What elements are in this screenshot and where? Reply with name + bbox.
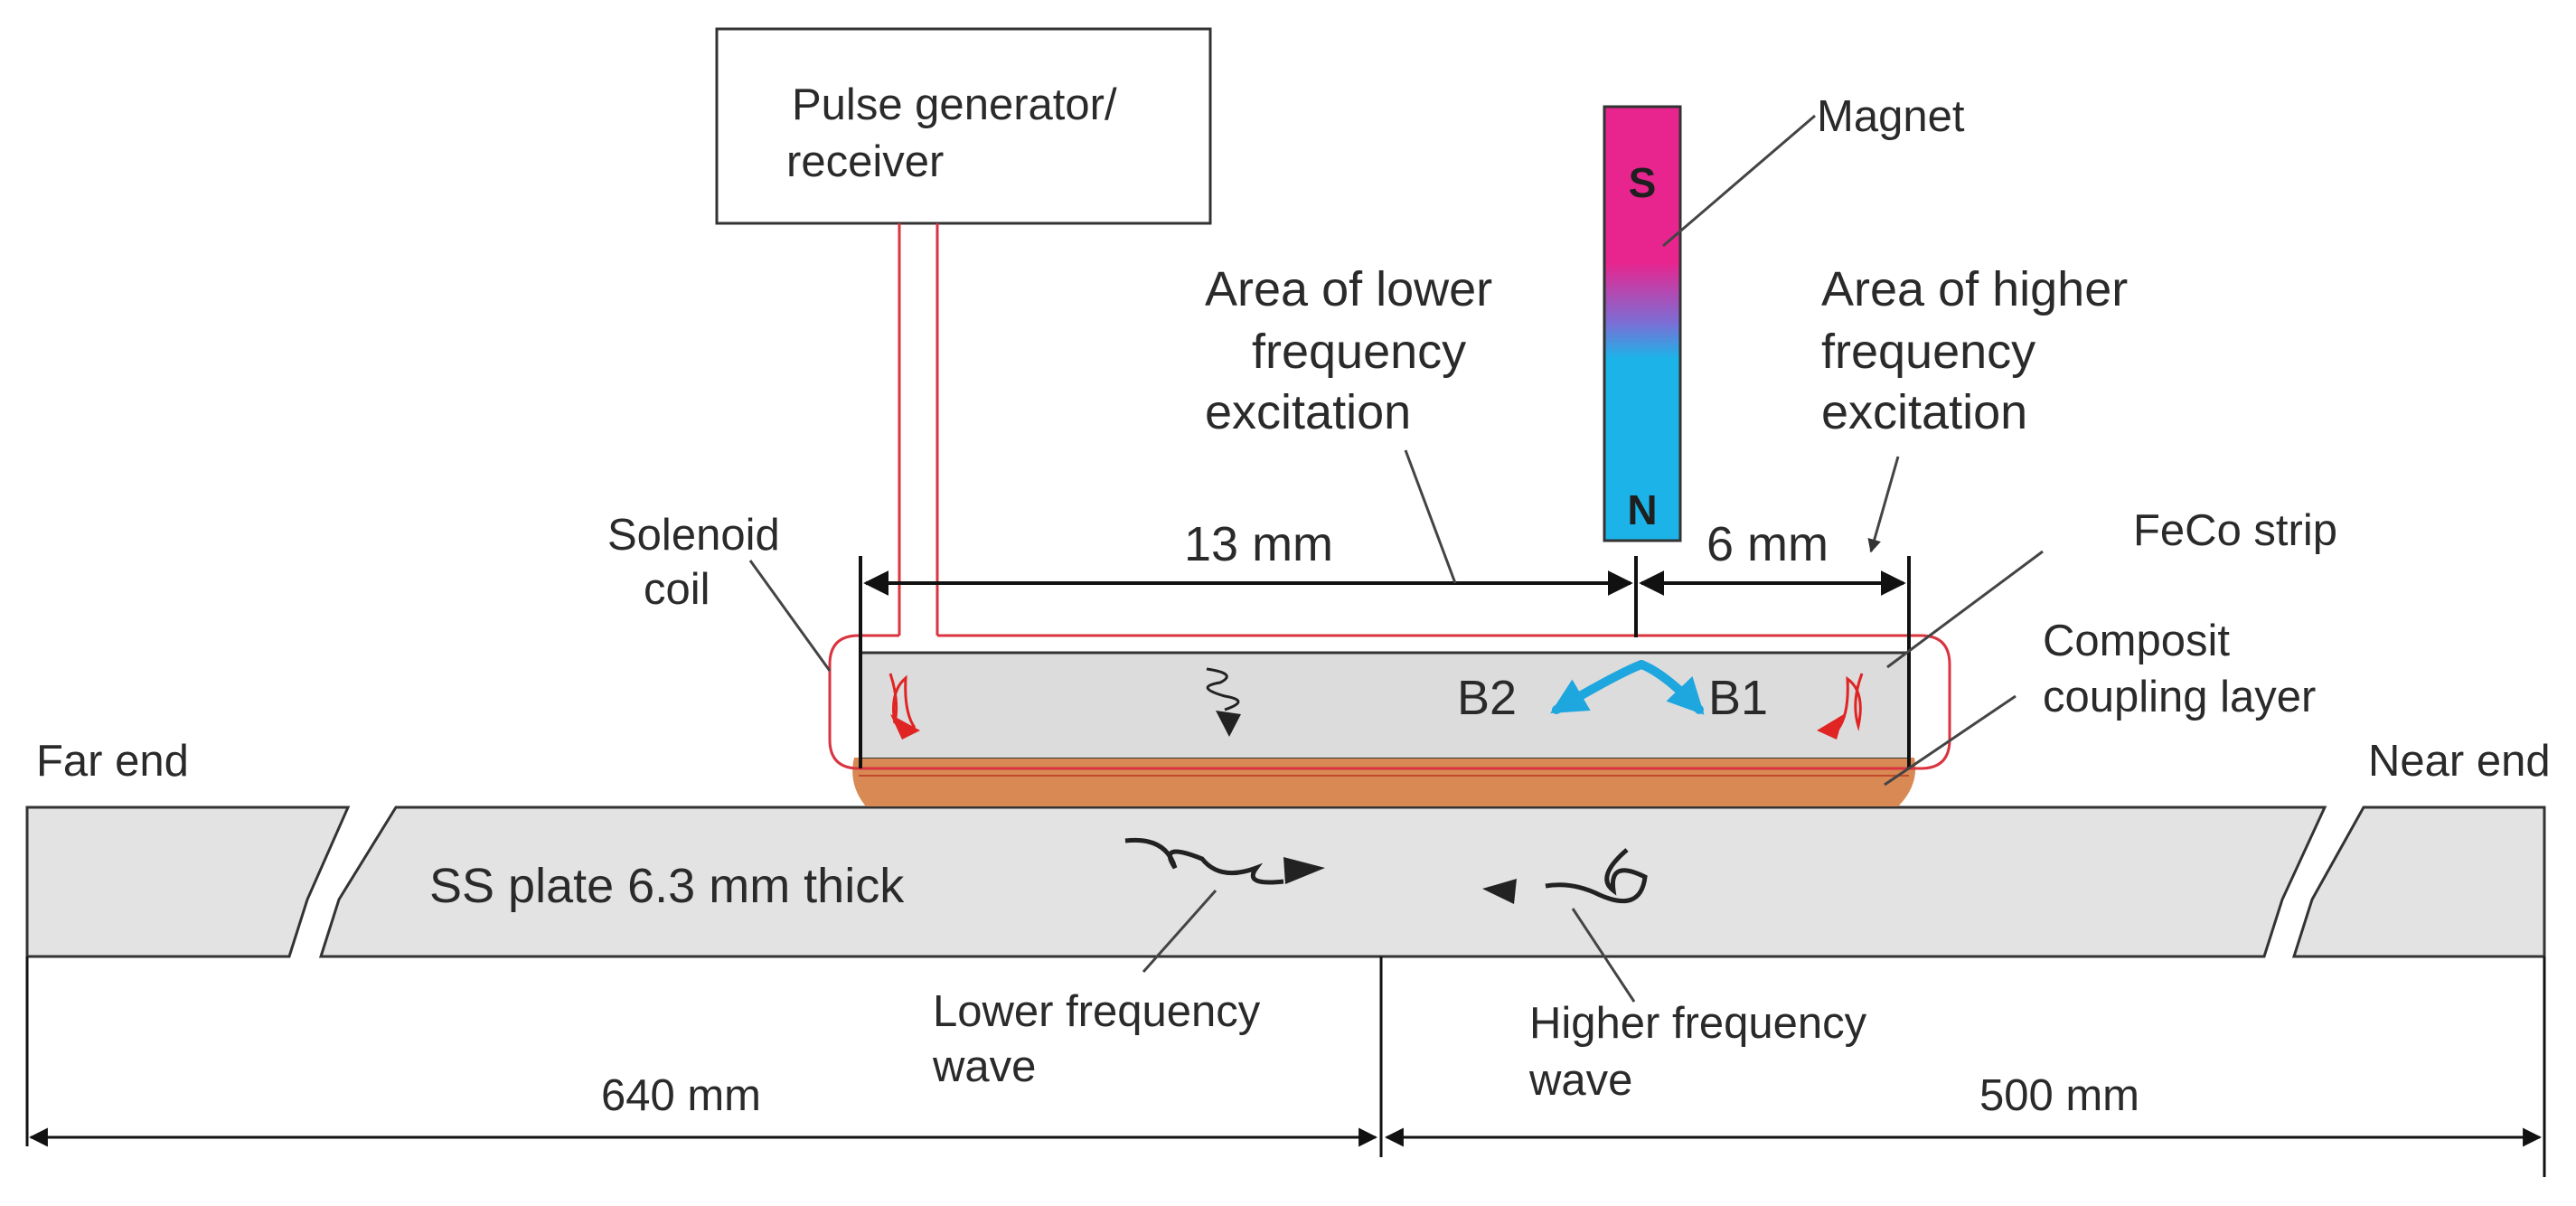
area-higher-line3: excitation	[1821, 385, 2027, 439]
ss-plate	[318, 806, 2327, 958]
magnet-pole-north: N	[1627, 486, 1657, 533]
higher-wave-label-line2: wave	[1528, 1056, 1632, 1105]
higher-wave-label-line1: Higher frequency	[1529, 999, 1867, 1048]
near-end-label: Near end	[2368, 737, 2551, 786]
magnet: S N	[1603, 105, 1682, 542]
area-lower-leader	[1404, 449, 1457, 584]
dim-500mm-label: 500 mm	[1979, 1071, 2139, 1120]
coupling-layer	[852, 758, 1916, 806]
b-field-arrows	[1550, 660, 1705, 715]
dim-6mm-label: 6 mm	[1706, 517, 1829, 571]
wave-icon-red-left	[888, 673, 920, 740]
dim-640mm-label: 640 mm	[601, 1071, 761, 1120]
dim-13mm-label: 13 mm	[1184, 517, 1333, 571]
solenoid-label-line2: coil	[644, 565, 710, 614]
b1-label: B1	[1708, 671, 1768, 725]
lower-frequency-wave-icon	[1124, 837, 1325, 885]
plate-segment-far	[25, 806, 351, 958]
generator-label-line1: Pulse generator/	[792, 80, 1117, 129]
plate-segment-near	[2291, 806, 2546, 958]
lower-wave-leader	[1142, 890, 1217, 973]
lower-wave-label-line1: Lower frequency	[933, 987, 1261, 1036]
wave-icon-red-right	[1817, 673, 1864, 740]
generator-label-line2: receiver	[786, 137, 944, 186]
magnet-label: Magnet	[1817, 92, 1965, 141]
magnet-pole-south: S	[1629, 159, 1657, 206]
solenoid-label-line1: Solenoid	[607, 511, 780, 560]
b2-label: B2	[1457, 671, 1517, 725]
area-higher-line1: Area of higher	[1821, 262, 2128, 316]
area-lower-line2: frequency	[1252, 325, 1466, 379]
feco-strip-body	[860, 653, 1909, 758]
coupling-label-line2: coupling layer	[2043, 673, 2316, 721]
lower-wave-label-line2: wave	[932, 1042, 1036, 1091]
higher-wave-leader	[1571, 908, 1636, 1003]
solenoid-coil	[828, 634, 1951, 770]
solenoid-leader	[748, 560, 832, 672]
magnet-leader-line	[1662, 114, 1816, 248]
area-higher-leader	[1867, 456, 1900, 553]
pulse-generator-box: Pulse generator/ receiver	[715, 27, 1212, 225]
coil-leads	[898, 223, 939, 636]
coupling-label-line1: Composit	[2043, 617, 2230, 665]
wave-icon-center	[1206, 667, 1241, 737]
plate-label: SS plate 6.3 mm thick	[429, 859, 905, 913]
higher-frequency-wave-icon	[1482, 848, 1648, 904]
area-lower-line1: Area of lower	[1205, 262, 1492, 316]
far-end-label: Far end	[36, 737, 189, 786]
feco-strip-label: FeCo strip	[2133, 506, 2337, 555]
feco-leader	[1886, 550, 2044, 669]
area-lower-line3: excitation	[1205, 385, 1411, 439]
area-higher-line2: frequency	[1821, 325, 2035, 379]
coupling-leader	[1884, 694, 2017, 787]
